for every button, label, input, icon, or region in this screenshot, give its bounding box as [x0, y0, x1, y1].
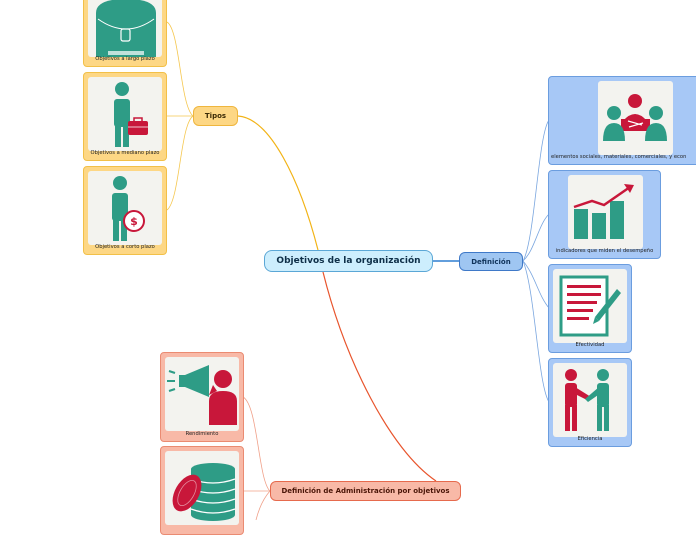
tipos-caption-1: Objetivos a largo plazo — [95, 56, 155, 62]
tipos-card-largo-plazo[interactable]: Objetivos a largo plazo — [83, 0, 167, 67]
link-tipos-item-1 — [166, 21, 194, 117]
definicion-caption-2: indicadores que miden el desempeño — [555, 248, 654, 254]
tipos-card-corto-plazo[interactable]: $ Objetivos a corto plazo — [83, 166, 167, 255]
topic-tipos[interactable]: Tipos — [193, 106, 238, 126]
definicion-card-efectividad[interactable]: Efectividad — [548, 264, 632, 353]
link-central-tipos — [237, 115, 319, 251]
link-admin-item-3 — [255, 490, 271, 520]
person-backpack-icon — [88, 0, 162, 57]
meeting-icon — [598, 81, 673, 155]
admin-caption-1: Rendimiento — [185, 431, 219, 437]
link-def-item-1 — [522, 119, 550, 262]
link-admin-item-1 — [242, 396, 271, 492]
link-def-item-4 — [522, 260, 550, 403]
definicion-caption-4: Eficiencia — [577, 436, 603, 442]
connector-lines — [166, 21, 550, 520]
definicion-caption-3: Efectividad — [575, 342, 605, 348]
tipos-caption-2: Objetivos a mediano plazo — [90, 150, 160, 156]
document-pen-icon — [553, 269, 627, 343]
definicion-caption-1: elementos sociales, materiales, comercia… — [551, 154, 687, 160]
handshake-icon — [553, 363, 627, 437]
topic-administracion[interactable]: Definición de Administración por objetiv… — [270, 481, 461, 501]
topic-definicion[interactable]: Definición — [459, 252, 523, 271]
definicion-card-eficiencia[interactable]: Eficiencia — [548, 358, 632, 447]
tipos-card-mediano-plazo[interactable]: Objetivos a mediano plazo — [83, 72, 167, 161]
link-def-item-3 — [522, 260, 550, 309]
admin-caption-2 — [163, 523, 241, 532]
definicion-card-indicadores[interactable]: indicadores que miden el desempeño — [548, 170, 661, 259]
megaphone-person-icon — [165, 357, 239, 431]
person-coin-icon: $ — [88, 171, 162, 245]
central-topic[interactable]: Objetivos de la organización — [264, 250, 433, 272]
person-briefcase-icon — [88, 77, 162, 151]
link-tipos-item-3 — [166, 115, 194, 211]
tipos-caption-3: Objetivos a corto plazo — [95, 244, 155, 250]
admin-card-rendimiento[interactable]: Rendimiento — [160, 352, 244, 442]
definicion-card-elementos[interactable]: elementos sociales, materiales, comercia… — [548, 76, 696, 165]
coin-stack-icon — [165, 451, 239, 525]
link-central-admin — [322, 271, 437, 482]
admin-card-coins[interactable] — [160, 446, 244, 535]
growth-chart-icon — [568, 175, 643, 249]
svg-text:$: $ — [130, 215, 138, 228]
link-def-item-2 — [522, 213, 550, 262]
